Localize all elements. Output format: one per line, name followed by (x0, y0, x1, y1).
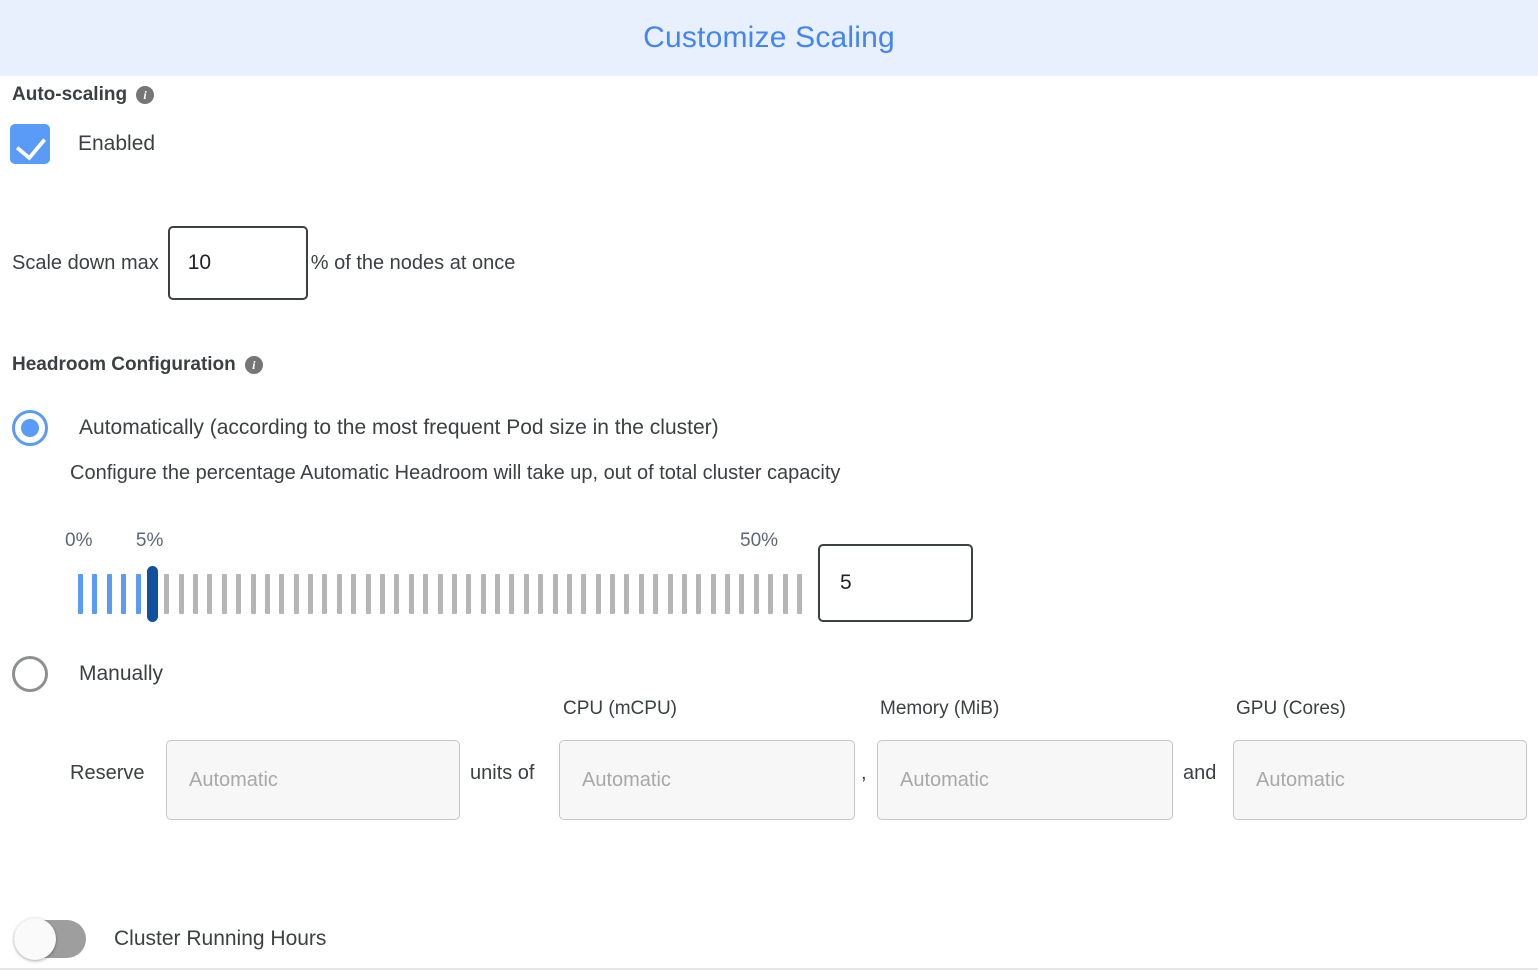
gpu-field-label: GPU (Cores) (1236, 698, 1346, 719)
slider-tick[interactable] (437, 574, 443, 614)
slider-tick[interactable] (466, 574, 472, 614)
bottom-divider (0, 968, 1538, 970)
and-word: and (1183, 762, 1217, 784)
auto-scaling-enabled-label: Enabled (78, 132, 156, 155)
headroom-option-manually[interactable]: Manually (12, 656, 163, 692)
cluster-running-hours-label: Cluster Running Hours (114, 927, 327, 950)
slider-tick[interactable] (293, 574, 299, 614)
manual-reserve-row: Reserve units of , and (0, 740, 1538, 820)
cluster-running-hours-toggle[interactable] (14, 918, 86, 960)
reserve-units-input[interactable] (166, 740, 460, 820)
slider-max-label: 50% (740, 530, 779, 551)
slider-tick[interactable] (480, 574, 486, 614)
scale-down-max-input[interactable] (167, 226, 308, 300)
slider-tick[interactable] (121, 574, 127, 614)
slider-tick[interactable] (552, 574, 558, 614)
slider-tick[interactable] (250, 574, 256, 614)
headroom-automatic-description: Configure the percentage Automatic Headr… (70, 462, 841, 484)
slider-tick[interactable] (164, 574, 170, 614)
page-title: Customize Scaling (643, 21, 895, 54)
comma-separator: , (861, 762, 867, 784)
slider-tick[interactable] (322, 574, 328, 614)
headroom-label-text: Headroom Configuration (12, 354, 236, 375)
auto-scaling-section-label: Auto-scaling i (12, 84, 155, 106)
slider-tick[interactable] (408, 574, 414, 614)
slider-tick[interactable] (264, 574, 270, 614)
slider-tick[interactable] (423, 574, 429, 614)
slider-tick[interactable] (667, 574, 673, 614)
slider-tick[interactable] (739, 574, 745, 614)
slider-tick[interactable] (365, 574, 371, 614)
slider-tick[interactable] (595, 574, 601, 614)
slider-tick[interactable] (624, 574, 630, 614)
scale-down-max-row: Scale down max % of the nodes at once (12, 226, 515, 300)
slider-tick[interactable] (725, 574, 731, 614)
info-icon[interactable]: i (136, 86, 155, 104)
slider-tick[interactable] (768, 574, 774, 614)
memory-field-label: Memory (MiB) (880, 698, 1000, 719)
headroom-percentage-input[interactable] (818, 544, 973, 622)
slider-tick[interactable] (681, 574, 687, 614)
slider-tick[interactable] (610, 574, 616, 614)
slider-tick[interactable] (279, 574, 285, 614)
slider-tick[interactable] (523, 574, 529, 614)
slider-tick[interactable] (221, 574, 227, 614)
headroom-manually-radio[interactable] (12, 656, 48, 692)
headroom-slider-tick-labels: 0% 5% 50% (0, 530, 1538, 560)
headroom-automatic-label: Automatically (according to the most fre… (79, 416, 719, 439)
info-icon[interactable]: i (244, 356, 263, 374)
slider-tick[interactable] (653, 574, 659, 614)
auto-scaling-enabled-row: Enabled (10, 124, 155, 164)
headroom-percentage-slider[interactable] (78, 566, 802, 622)
manual-field-headers: CPU (mCPU) Memory (MiB) GPU (Cores) (0, 698, 1538, 726)
slider-tick[interactable] (638, 574, 644, 614)
slider-tick[interactable] (207, 574, 213, 614)
auto-scaling-label-text: Auto-scaling (12, 84, 128, 105)
slider-tick[interactable] (509, 574, 515, 614)
slider-tick[interactable] (308, 574, 314, 614)
slider-tick[interactable] (710, 574, 716, 614)
slider-tick[interactable] (753, 574, 759, 614)
slider-tick[interactable] (351, 574, 357, 614)
slider-tick[interactable] (696, 574, 702, 614)
slider-thumb[interactable] (146, 566, 158, 622)
slider-tick[interactable] (178, 574, 184, 614)
scale-down-max-prefix: Scale down max (12, 251, 159, 274)
slider-tick[interactable] (782, 574, 788, 614)
slider-tick[interactable] (394, 574, 400, 614)
toggle-knob (14, 918, 56, 960)
slider-tick[interactable] (92, 574, 98, 614)
memory-input[interactable] (877, 740, 1173, 820)
cluster-running-hours-row: Cluster Running Hours (14, 918, 327, 960)
slider-tick[interactable] (336, 574, 342, 614)
slider-tick[interactable] (797, 574, 802, 614)
units-of-word: units of (470, 762, 535, 784)
auto-scaling-enabled-checkbox[interactable] (10, 124, 50, 164)
slider-tick[interactable] (78, 574, 83, 614)
slider-tick[interactable] (379, 574, 385, 614)
slider-tick[interactable] (451, 574, 457, 614)
gpu-input[interactable] (1233, 740, 1527, 820)
dialog-header: Customize Scaling (0, 0, 1538, 76)
headroom-option-automatic[interactable]: Automatically (according to the most fre… (12, 410, 719, 446)
slider-min-label: 0% (65, 530, 93, 551)
slider-tick[interactable] (495, 574, 501, 614)
slider-tick[interactable] (193, 574, 199, 614)
slider-tick[interactable] (581, 574, 587, 614)
headroom-slider-area: 0% 5% 50% (0, 530, 1538, 640)
cpu-field-label: CPU (mCPU) (563, 698, 677, 719)
slider-tick[interactable] (236, 574, 242, 614)
slider-tick[interactable] (135, 574, 141, 614)
headroom-section-label: Headroom Configuration i (12, 354, 263, 376)
slider-current-label: 5% (135, 530, 164, 551)
reserve-word: Reserve (70, 762, 145, 784)
headroom-manually-label: Manually (79, 662, 164, 685)
slider-tick[interactable] (566, 574, 572, 614)
slider-tick[interactable] (538, 574, 544, 614)
headroom-automatic-radio[interactable] (12, 410, 48, 446)
scale-down-max-suffix: % of the nodes at once (310, 251, 516, 274)
cpu-input[interactable] (559, 740, 855, 820)
slider-tick[interactable] (106, 574, 112, 614)
